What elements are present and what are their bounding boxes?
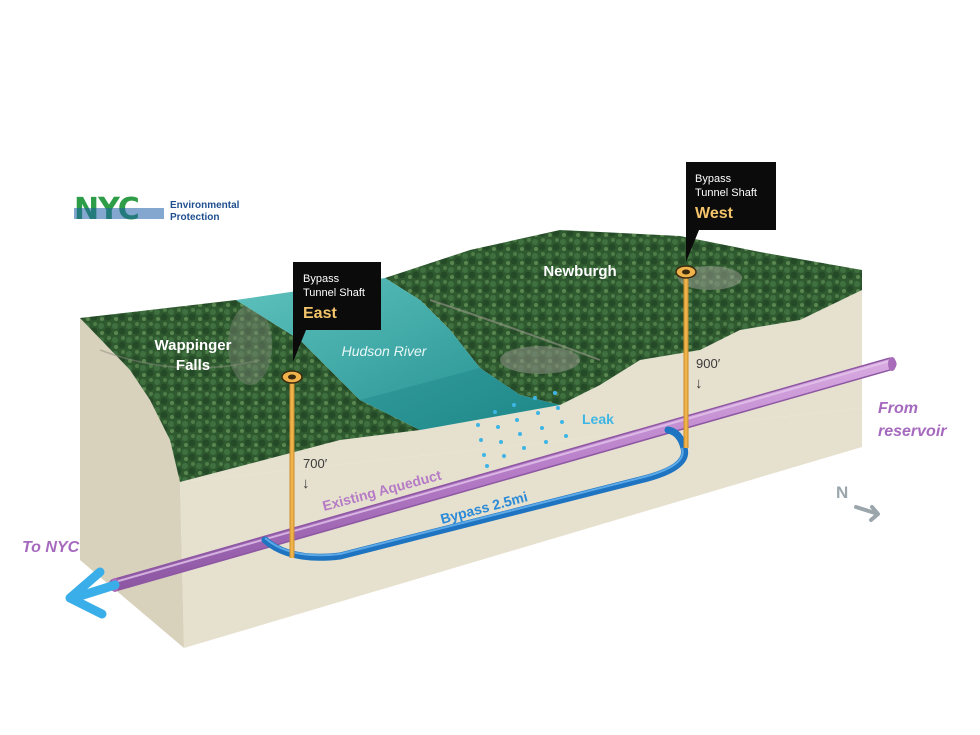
earth-block (80, 290, 862, 648)
shaft-east (281, 370, 303, 558)
callout-west-name: West (695, 205, 734, 222)
callout-west-line1: Bypass (695, 173, 732, 185)
depth-west: 900′ (696, 356, 721, 371)
earth-left-profile (80, 318, 180, 482)
existing-aqueduct (108, 357, 897, 592)
down-arrow-icon: ↓ (695, 375, 703, 392)
nyc-dep-logo: NYC Environmental Protection (74, 192, 240, 227)
callout-shaft-east: Bypass Tunnel Shaft East (293, 262, 381, 362)
aqueduct-end-cap-west (888, 357, 896, 371)
down-arrow-icon: ↓ (302, 475, 310, 492)
north-label: N (836, 483, 848, 502)
road (429, 299, 601, 361)
place-newburgh: Newburgh (543, 263, 616, 280)
north-arrow-icon: N (836, 483, 880, 522)
logo-line2: Protection (170, 212, 219, 223)
logo-line1: Environmental (170, 200, 240, 211)
label-from-line2: reservoir (878, 423, 947, 440)
label-from-line1: From (878, 400, 918, 417)
label-leak: Leak (582, 411, 614, 427)
land-west-bank (80, 300, 420, 482)
shaft-west (675, 265, 697, 448)
callout-east-line2: Tunnel Shaft (303, 287, 365, 299)
place-wappinger-line2: Falls (176, 357, 210, 374)
depth-east: 700′ (303, 456, 328, 471)
callout-east-name: East (303, 305, 337, 322)
leak-drips (476, 391, 568, 468)
earth-front-profile (180, 290, 862, 482)
shaft-cap-hole (682, 269, 690, 275)
place-wappinger-line1: Wappinger (155, 337, 232, 354)
town-area (228, 305, 272, 385)
river-underwater-shade (360, 368, 560, 430)
road (99, 349, 261, 369)
flow-arrow-icon (65, 567, 120, 619)
callout-east-line1: Bypass (303, 273, 340, 285)
bypass-tunnel-highlight (264, 447, 684, 557)
label-to-nyc: To NYC (22, 539, 80, 556)
town-area (500, 346, 580, 374)
callout-shaft-west: Bypass Tunnel Shaft West (686, 162, 776, 262)
place-hudson-river: Hudson River (342, 343, 428, 359)
callout-west-line2: Tunnel Shaft (695, 187, 757, 199)
logo-mark-band (74, 208, 164, 219)
shaft-cap-hole (288, 374, 296, 380)
earth-front-face (180, 408, 862, 648)
